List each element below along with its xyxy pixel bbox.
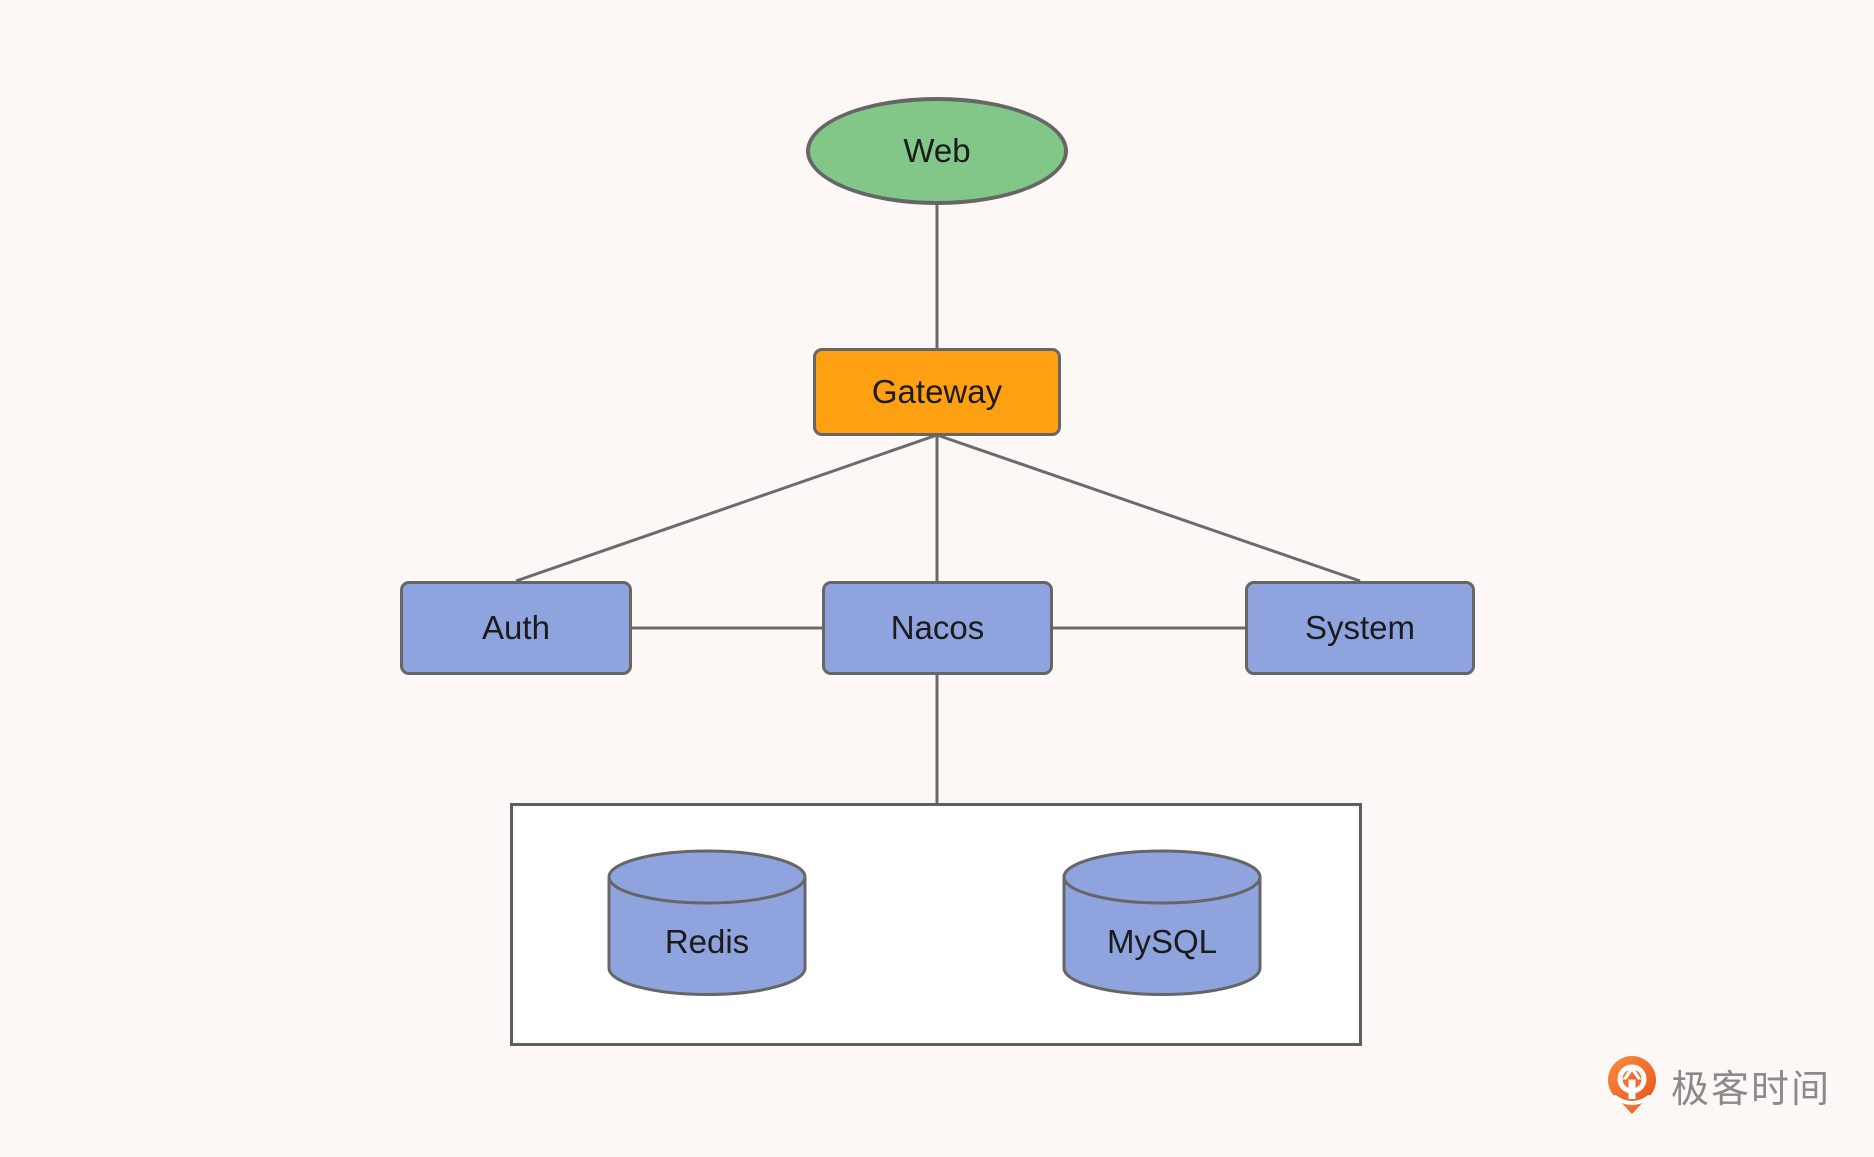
node-gateway-label: Gateway [871, 373, 1003, 410]
node-gateway: Gateway [813, 348, 1061, 436]
node-redis-label: Redis [664, 923, 750, 960]
node-system-label: System [1304, 609, 1416, 646]
node-redis: Redis [607, 849, 807, 997]
node-nacos-label: Nacos [890, 609, 985, 646]
cylinder-shape-mysql [1062, 849, 1262, 996]
cylinder-shape-redis [607, 849, 807, 996]
node-nacos: Nacos [822, 581, 1053, 675]
edge-gateway-auth [515, 433, 938, 583]
node-mysql: MySQL [1062, 849, 1262, 997]
node-web-label: Web [903, 132, 971, 169]
node-system: System [1245, 581, 1475, 675]
edge-gateway-system [936, 433, 1361, 583]
geektime-icon [1608, 1056, 1656, 1114]
node-auth: Auth [400, 581, 632, 675]
geektime-logo-text: 极客时间 [1671, 1068, 1832, 1111]
node-web: Web [806, 97, 1068, 205]
node-auth-label: Auth [482, 609, 550, 646]
geektime-logo: 极客时间 [1606, 1055, 1831, 1115]
node-mysql-label: MySQL [1106, 923, 1218, 960]
